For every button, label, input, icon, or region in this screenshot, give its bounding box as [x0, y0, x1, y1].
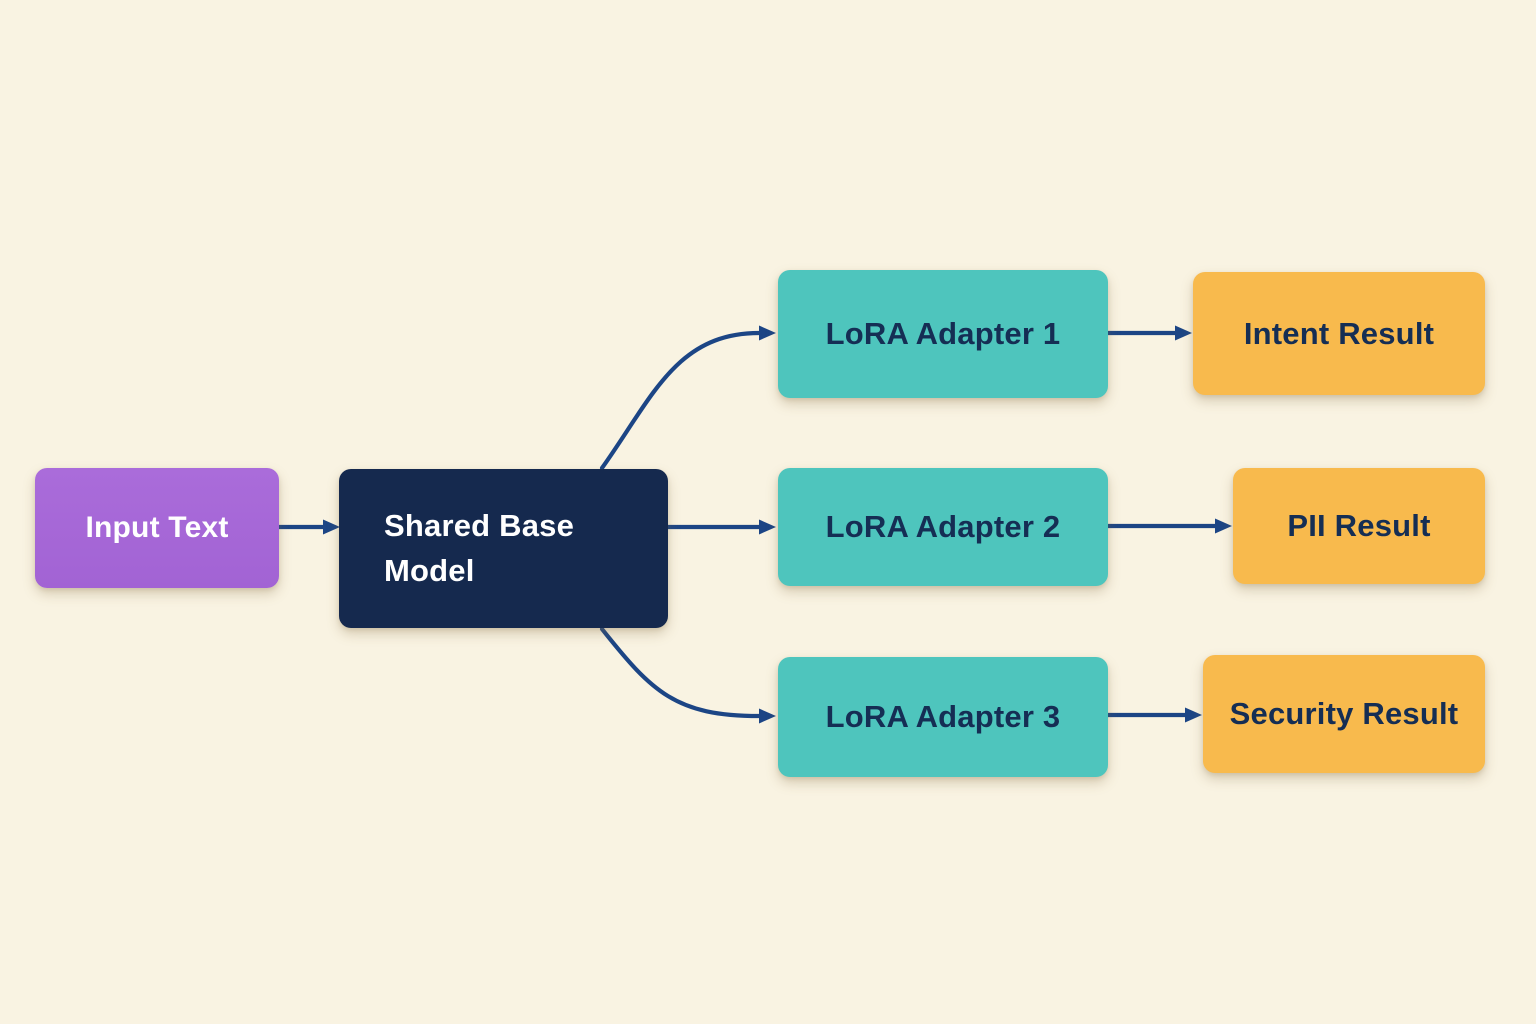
node-lora-adapter-2-label: LoRA Adapter 2 — [825, 509, 1061, 544]
node-shared-base-model: Shared Base Model — [339, 469, 668, 628]
edge-base-to-adapter1 — [599, 325, 776, 471]
node-lora-adapter-3-label: LoRA Adapter 3 — [825, 699, 1061, 734]
node-shared-base-model-label: Shared Base Model — [384, 508, 575, 588]
node-pii-result: PII Result — [1233, 468, 1485, 584]
node-security-result-label: Security Result — [1229, 696, 1459, 731]
node-pii-result-label: PII Result — [1287, 508, 1431, 543]
node-intent-result: Intent Result — [1193, 272, 1485, 395]
node-input-text: Input Text — [35, 468, 279, 588]
node-lora-adapter-3: LoRA Adapter 3 — [778, 657, 1108, 777]
node-intent-result-label: Intent Result — [1243, 315, 1435, 351]
edge-base-to-adapter3 — [599, 626, 776, 724]
node-lora-adapter-1: LoRA Adapter 1 — [778, 270, 1108, 398]
node-input-text-label: Input Text — [85, 511, 229, 544]
node-security-result: Security Result — [1203, 655, 1485, 773]
node-lora-adapter-2: LoRA Adapter 2 — [778, 468, 1108, 586]
node-lora-adapter-1-label: LoRA Adapter 1 — [825, 316, 1061, 351]
